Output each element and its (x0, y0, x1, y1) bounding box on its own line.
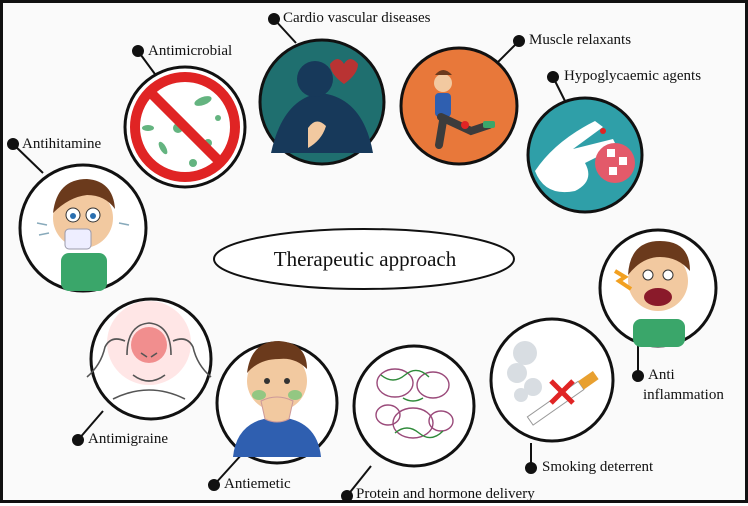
diagram-artwork (7, 13, 718, 502)
dot-antimigraine (72, 434, 84, 446)
dot-smoking (525, 462, 537, 474)
label-antimicrobial: Antimicrobial (148, 43, 233, 59)
label-muscle-relaxants: Muscle relaxants (529, 32, 632, 48)
dot-antihist (7, 138, 19, 150)
dot-antiinflam (632, 370, 644, 382)
label-antimigraine: Antimigraine (88, 431, 168, 447)
label-antihistamine: Antihitamine (22, 136, 102, 152)
label-anti-inflammation-1: Anti (648, 367, 675, 383)
label-antiemetic: Antiemetic (224, 476, 291, 492)
dot-antiemetic (208, 479, 220, 491)
label-cardio-vascular: Cardio vascular diseases (283, 10, 431, 26)
antimicrobial-icon (123, 65, 247, 189)
cardio-icon (258, 38, 386, 166)
smoking-deterrent-icon (489, 317, 615, 443)
dot-cardio (268, 13, 280, 25)
therapeutic-approach-title: Therapeutic approach (273, 246, 457, 271)
center-ellipse (213, 228, 515, 290)
antiemetic-icon (215, 341, 339, 465)
connector-antiemetic (213, 452, 244, 486)
hypoglycaemic-icon (526, 96, 644, 214)
label-smoking-deterrent: Smoking deterrent (542, 459, 654, 475)
dot-muscle (513, 35, 525, 47)
anti-inflammation-icon (598, 228, 718, 348)
connector-protein (346, 465, 372, 497)
label-hypoglycaemic: Hypoglycaemic agents (564, 68, 702, 84)
connector-antihist (12, 143, 44, 174)
connector-antimigraine (77, 410, 104, 441)
antimigraine-icon (86, 297, 213, 421)
antihistamine-icon (18, 163, 148, 293)
dot-antimicrobial (132, 45, 144, 57)
muscle-relaxant-icon (399, 46, 519, 166)
dot-hypo (547, 71, 559, 83)
label-anti-inflammation-2: inflammation (643, 387, 724, 403)
label-protein-hormone: Protein and hormone delivery (356, 486, 535, 502)
protein-delivery-icon (352, 344, 476, 468)
dot-protein (341, 490, 353, 502)
